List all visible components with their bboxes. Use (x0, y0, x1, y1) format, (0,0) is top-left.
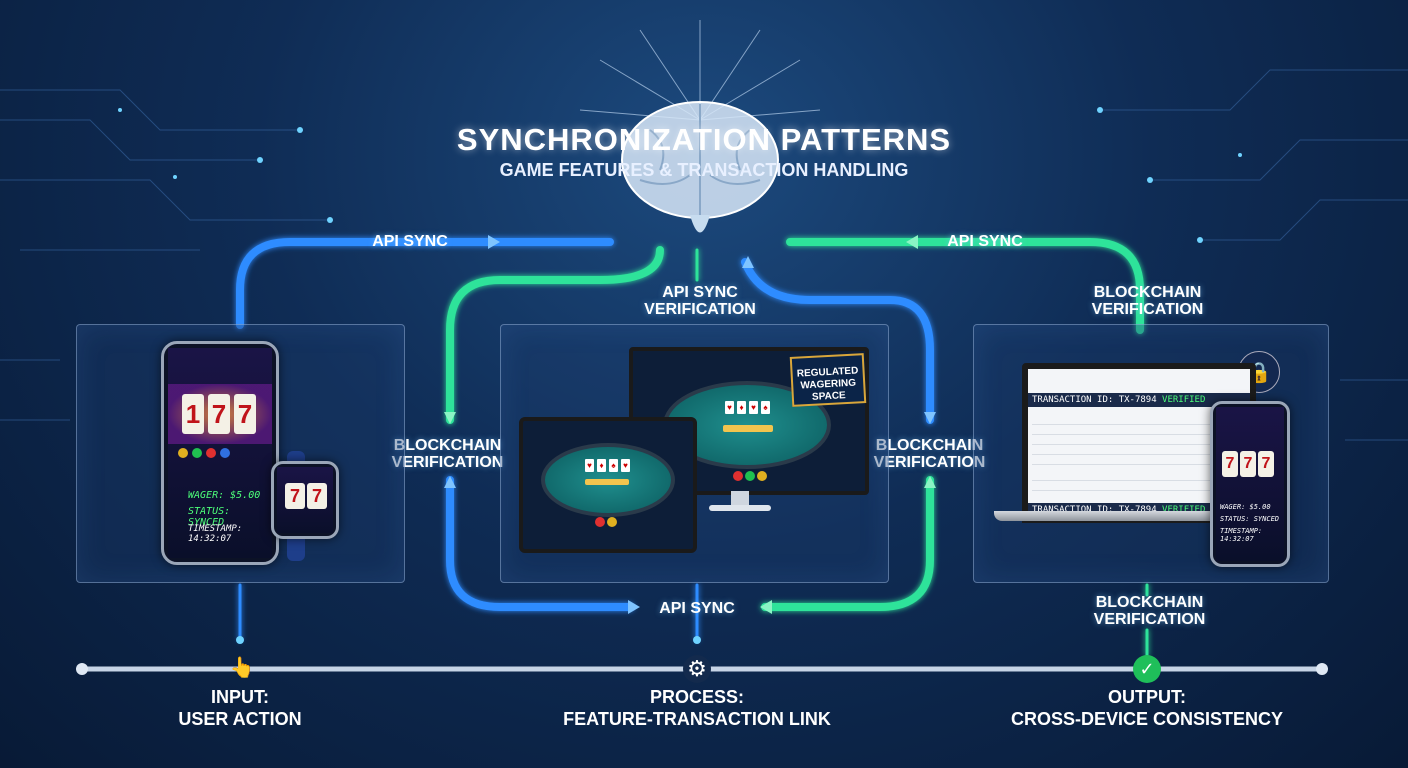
stage-input: INPUT: USER ACTION (140, 686, 340, 730)
stage-input-heading: INPUT: (211, 687, 269, 707)
verification-label-bottom: VERIFICATION (1093, 611, 1206, 628)
gear-icon: ⚙ (683, 655, 711, 683)
brain-icon (579, 20, 821, 233)
status-text: STATUS: SYNCED (188, 506, 231, 528)
watch-reel-2: 7 (307, 483, 327, 509)
verification-label-center: VERIFICATION (644, 301, 756, 318)
page-title: SYNCHRONIZATION PATTERNS (456, 122, 952, 157)
verification-label-left-mid: VERIFICATION (391, 454, 504, 471)
smartwatch: 7 7 (271, 461, 339, 539)
stage-process-text: FEATURE-TRANSACTION LINK (563, 709, 831, 729)
tx-id-top: TRANSACTION ID: TX-7894 (1032, 395, 1157, 405)
left-mid-label: BLOCKCHAIN VERIFICATION (385, 437, 510, 471)
timestamp-text: TIMESTAMP: 14:32:07 (188, 524, 243, 544)
stage-input-text: USER ACTION (178, 709, 302, 729)
tx-status-top: VERIFIED (1162, 395, 1206, 405)
phone-status-text: STATUS: SYNCED (1220, 515, 1280, 523)
phone-timestamp-text: TIMESTAMP: 14:32:07 (1220, 527, 1263, 543)
slot-reel-3: 7 (234, 394, 256, 434)
slot-reel-2: 7 (208, 394, 230, 434)
verification-label-right-mid: VERIFICATION (873, 454, 986, 471)
tablet-poker: ♥♦ ♠♥ (519, 417, 697, 553)
blockchain-label-left-mid: BLOCKCHAIN (393, 437, 502, 454)
slot-reel-1: 1 (182, 394, 204, 434)
page-subtitle: GAME FEATURES & TRANSACTION HANDLING (499, 160, 909, 180)
blockchain-label-right-mid: BLOCKCHAIN (875, 437, 984, 454)
api-sync-label-center: API SYNC (662, 284, 738, 301)
blockchain-label-bottom: BLOCKCHAIN (1095, 594, 1204, 611)
bottom-right-label: BLOCKCHAIN VERIFICATION (1077, 594, 1222, 628)
touch-hand-icon: 👆 (229, 657, 255, 679)
blockchain-label-right-top: BLOCKCHAIN (1093, 284, 1202, 301)
input-device-panel: 1 7 7 WAGER: $5.00 STATUS: SYNCED TIMEST… (76, 324, 405, 583)
right-mid-label: BLOCKCHAIN VERIFICATION (867, 437, 992, 471)
tx-status-bottom: VERIFIED (1162, 505, 1206, 515)
phone-wager-text: WAGER: $5.00 (1220, 503, 1271, 511)
smartphone-slot-game: 1 7 7 WAGER: $5.00 STATUS: SYNCED TIMEST… (161, 341, 279, 565)
right-top-label: BLOCKCHAIN VERIFICATION (1075, 284, 1220, 318)
api-sync-label-bottom: API SYNC (659, 600, 735, 617)
smartphone-transaction: 7 7 7 WAGER: $5.00 STATUS: SYNCED TIMEST… (1210, 401, 1290, 567)
regulated-wagering-badge: REGULATED WAGERING SPACE (789, 353, 867, 407)
stage-process: PROCESS: FEATURE-TRANSACTION LINK (547, 686, 847, 730)
laptop-base (994, 511, 1254, 521)
wager-text: WAGER: $5.00 (188, 490, 261, 501)
verification-label-right-top: VERIFICATION (1091, 301, 1204, 318)
stage-output-text: CROSS-DEVICE CONSISTENCY (1010, 709, 1284, 729)
output-device-panel: 🔒 TRANSACTION ID: TX-7894 VERIFIED TRANS… (973, 324, 1329, 583)
check-circle-icon: ✓ (1133, 655, 1161, 683)
stage-output: OUTPUT: CROSS-DEVICE CONSISTENCY (997, 686, 1297, 730)
poker-table-tablet: ♥♦ ♠♥ (541, 443, 675, 517)
tx-header-top: TRANSACTION ID: TX-7894 VERIFIED (1028, 393, 1250, 407)
stage-process-heading: PROCESS: (649, 687, 745, 707)
stage-output-heading: OUTPUT: (1108, 687, 1186, 707)
watch-reel-1: 7 (285, 483, 305, 509)
center-top-label: API SYNC VERIFICATION (630, 284, 770, 318)
api-sync-label-left: API SYNC (372, 233, 448, 250)
process-device-panel: ♥♦ ♥♠ REGULATED WAGERING SPACE ♥♦ ♠♥ (500, 324, 889, 583)
tx-id-bottom: TRANSACTION ID: TX-7894 (1032, 505, 1157, 515)
api-sync-label-right: API SYNC (947, 233, 1023, 250)
